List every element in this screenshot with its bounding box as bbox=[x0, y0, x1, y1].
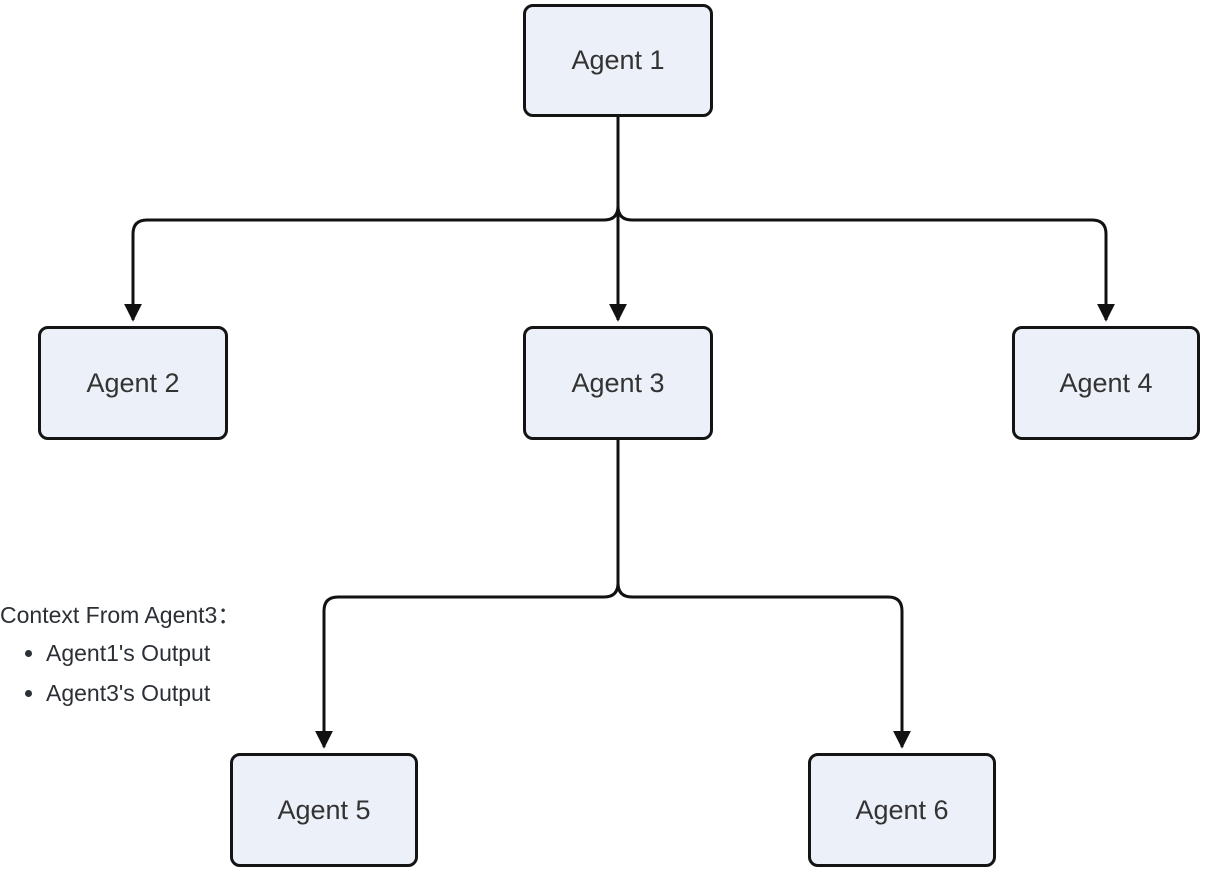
annotation-bullet-item: Agent3's Output bbox=[46, 673, 240, 713]
edge-agent3-agent6 bbox=[616, 440, 911, 749]
annotation-bullet-list: Agent1's Output Agent3's Output bbox=[0, 633, 240, 713]
node-agent5: Agent 5 bbox=[230, 753, 418, 867]
node-agent2-label: Agent 2 bbox=[86, 367, 180, 398]
annotation-title: Context From Agent3： bbox=[0, 602, 241, 628]
edge-agent3-agent5 bbox=[315, 440, 620, 749]
node-agent6-label: Agent 6 bbox=[855, 794, 949, 825]
node-agent4-label: Agent 4 bbox=[1059, 367, 1153, 398]
node-agent5-label: Agent 5 bbox=[277, 794, 371, 825]
node-agent3-label: Agent 3 bbox=[571, 367, 665, 398]
edge-agent1-agent4 bbox=[616, 117, 1115, 322]
node-agent2: Agent 2 bbox=[38, 326, 228, 440]
annotation-bullet-item: Agent1's Output bbox=[46, 633, 240, 673]
node-agent1: Agent 1 bbox=[523, 4, 713, 117]
node-agent3: Agent 3 bbox=[523, 326, 713, 440]
node-agent4: Agent 4 bbox=[1012, 326, 1200, 440]
context-annotation: Context From Agent3： Agent1's Output Age… bbox=[0, 599, 240, 713]
node-agent1-label: Agent 1 bbox=[571, 45, 665, 75]
edge-agent1-agent2 bbox=[124, 117, 620, 322]
node-agent6: Agent 6 bbox=[808, 753, 996, 867]
